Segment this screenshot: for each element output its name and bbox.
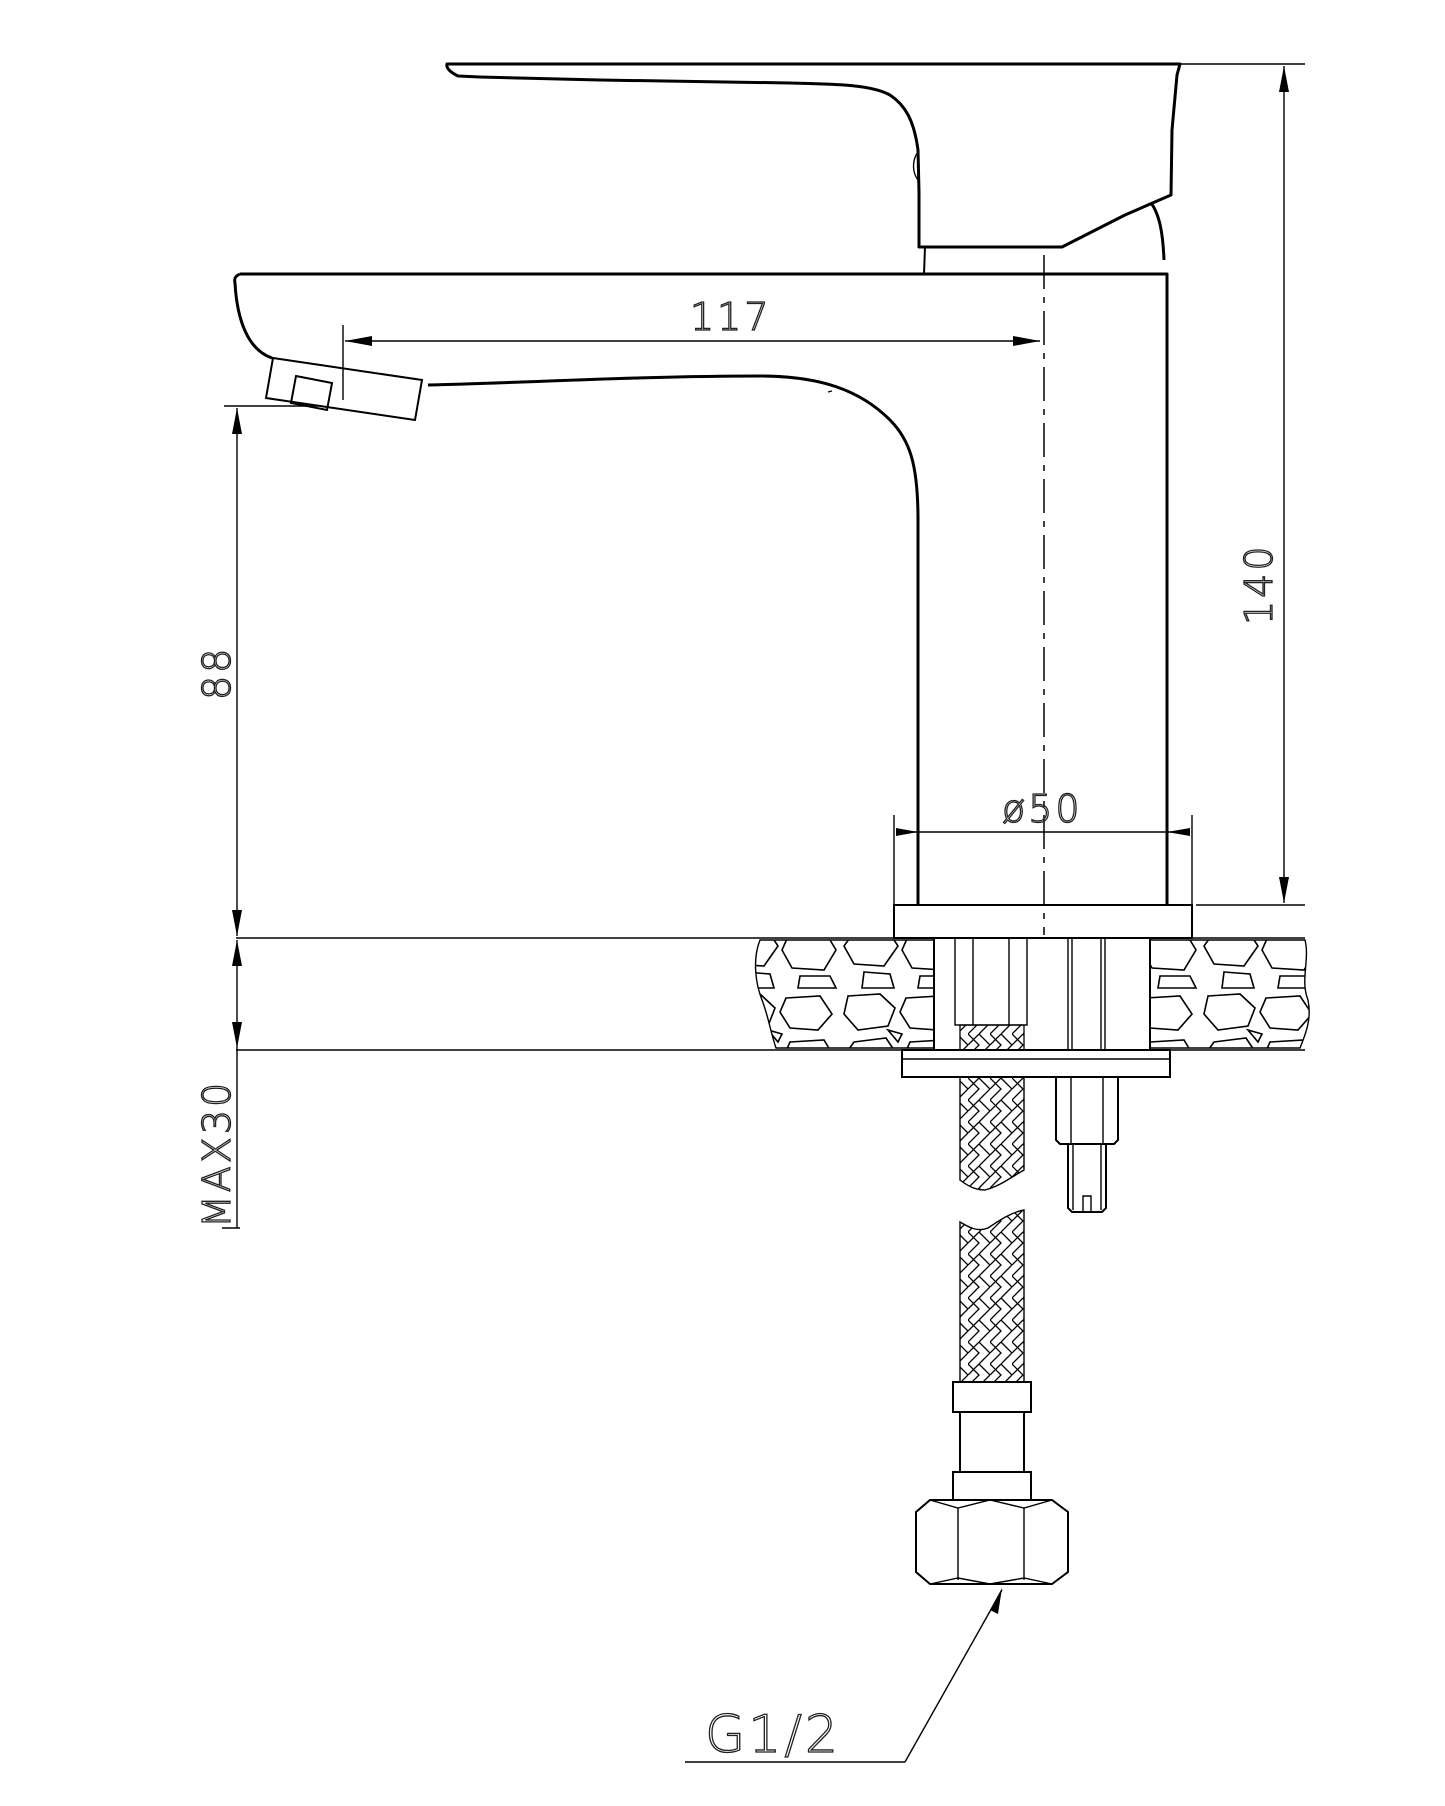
- dimension-label-d50: ø50: [1002, 787, 1083, 831]
- flexible-hose: [952, 1076, 1032, 1501]
- dimension-spout-reach: 117: [342, 294, 1040, 400]
- threaded-stud: [1055, 1076, 1119, 1213]
- dimension-label-max30: MAX30: [195, 1080, 239, 1228]
- callout-label-g12: G1/2: [705, 1705, 841, 1765]
- dimension-label-140: 140: [1237, 543, 1281, 625]
- dimension-label-88: 88: [195, 646, 239, 700]
- dimension-max-deck-thickness: MAX30: [194, 940, 242, 1229]
- callout-inlet-thread: G1/2: [685, 1588, 1003, 1766]
- dimension-overall-height: 140: [1180, 63, 1305, 906]
- mounting-plate: [901, 1049, 1171, 1078]
- dimension-spout-height: 88: [194, 405, 318, 936]
- spout-body: [233, 272, 1169, 905]
- lever-handle: [445, 62, 1182, 275]
- base-flange: [893, 904, 1193, 939]
- inner-shanks: [933, 937, 1151, 1051]
- aerator: [264, 356, 424, 422]
- countertop-section: [236, 937, 1310, 1051]
- dimension-base-diameter: ø50: [893, 786, 1193, 905]
- dimension-label-117: 117: [690, 295, 772, 339]
- hose-nut: [915, 1499, 1069, 1585]
